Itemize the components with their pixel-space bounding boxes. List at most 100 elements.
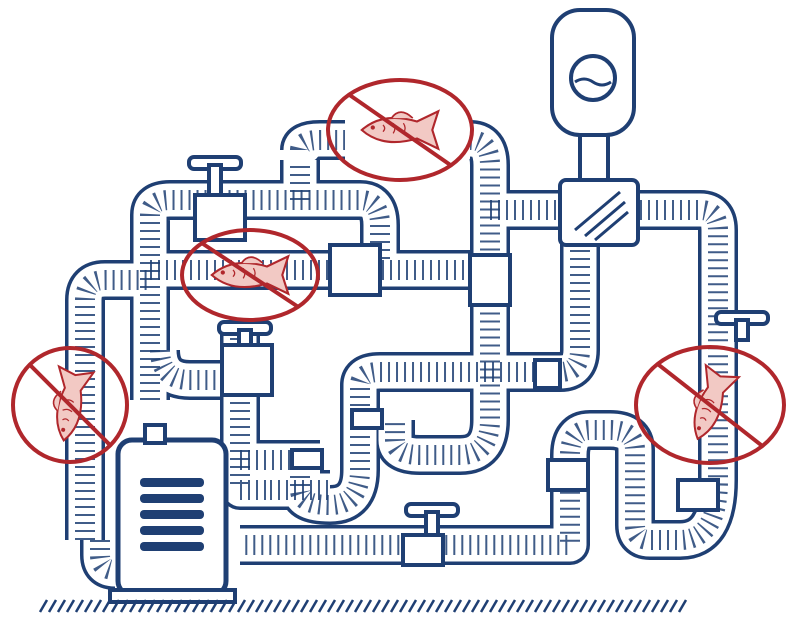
ground-hatch-line xyxy=(299,599,310,613)
fish-body xyxy=(56,364,96,442)
ground-hatch-line xyxy=(569,599,580,613)
ground-hatch-line xyxy=(587,599,598,613)
pipe-ribbing xyxy=(75,270,150,540)
ground-hatch-line xyxy=(596,599,607,613)
ground-hatch-line xyxy=(56,599,67,613)
ground-hatch-line xyxy=(533,599,544,613)
pipe-coupling xyxy=(220,343,274,397)
ground-hatch-line xyxy=(272,599,283,613)
prohibition-signs xyxy=(11,78,786,465)
ground-hatch-line xyxy=(650,599,661,613)
ground-hatching xyxy=(38,599,688,613)
ground-hatch-line xyxy=(164,599,175,613)
pipe-coupling xyxy=(546,458,590,492)
valve-stem xyxy=(734,318,750,342)
pipe-body xyxy=(283,240,597,522)
ground-hatch-line xyxy=(632,599,643,613)
prohibition-slash xyxy=(28,363,112,447)
fish-icon xyxy=(693,362,742,441)
ground-hatch-line xyxy=(497,599,508,613)
fish-eye xyxy=(696,426,701,431)
fish-eye xyxy=(370,125,375,130)
ground-hatch-line xyxy=(326,599,337,613)
ground-hatch-line xyxy=(425,599,436,613)
ground-hatch-line xyxy=(389,599,400,613)
ground-hatch-line xyxy=(677,599,688,613)
ground-hatch-line xyxy=(605,599,616,613)
ground-hatch-line xyxy=(443,599,454,613)
ground-hatch-line xyxy=(542,599,553,613)
pump-vent-slot xyxy=(140,494,204,503)
fish-eye xyxy=(220,270,225,275)
pipe-coupling xyxy=(290,448,324,470)
fish-fin xyxy=(240,256,264,264)
ground-hatch-line xyxy=(245,599,256,613)
ground-hatch-line xyxy=(623,599,634,613)
pipe-coupling xyxy=(468,253,512,307)
junction-hatch xyxy=(574,190,629,242)
ground-hatch-line xyxy=(506,599,517,613)
prohibition-slash xyxy=(201,241,299,309)
ground-hatch-line xyxy=(236,599,247,613)
prohibition-circle-icon xyxy=(634,345,786,465)
ground-hatch-line xyxy=(110,599,121,613)
pipe-body xyxy=(378,123,507,472)
ground-hatch-line xyxy=(515,599,526,613)
ground-hatch-line xyxy=(416,599,427,613)
ground-hatch-line xyxy=(407,599,418,613)
pump-vent-slot xyxy=(140,510,204,519)
ground-hatch-line xyxy=(434,599,445,613)
pipe-ribbing xyxy=(90,540,116,580)
ground-hatch-line xyxy=(668,599,679,613)
ground-hatch-line xyxy=(218,599,229,613)
prohibited-fish-sign xyxy=(180,228,320,322)
ground-hatch-line xyxy=(335,599,346,613)
pump-vent-slot xyxy=(140,526,204,535)
tank-neck xyxy=(578,133,610,182)
prohibition-slash xyxy=(656,362,764,448)
pipe-coupling xyxy=(676,478,720,512)
ground-hatch-line xyxy=(200,599,211,613)
pipe-coupling xyxy=(328,243,382,297)
pipe-coupling xyxy=(533,358,562,390)
pump-vent-slot xyxy=(140,478,204,487)
ground-hatch-line xyxy=(461,599,472,613)
ground-hatch-line xyxy=(614,599,625,613)
ground-hatch-line xyxy=(560,599,571,613)
ground-hatch-line xyxy=(209,599,220,613)
ground-hatch-line xyxy=(281,599,292,613)
ground-hatch-line xyxy=(344,599,355,613)
fish-icon xyxy=(52,364,96,442)
prohibited-fish-sign xyxy=(11,346,129,464)
ground-hatch-line xyxy=(371,599,382,613)
ground-hatch-line xyxy=(551,599,562,613)
ground-hatch-line xyxy=(659,599,670,613)
pipe-body xyxy=(143,348,230,397)
pipe-ribbing xyxy=(290,130,345,153)
ground-hatch-line xyxy=(308,599,319,613)
ground-hatch-line xyxy=(470,599,481,613)
ground-hatch-line xyxy=(380,599,391,613)
fixtures xyxy=(108,8,770,604)
ground-hatch-line xyxy=(119,599,130,613)
pipe-ribbing xyxy=(230,330,270,500)
pump-vent-slot xyxy=(140,542,204,551)
ground-hatch-line xyxy=(254,599,265,613)
pipe-coupling xyxy=(350,408,384,430)
fish-fin xyxy=(693,389,704,410)
pipe-ribbing xyxy=(240,200,728,555)
pipe-body xyxy=(283,123,345,158)
ground-hatch-line xyxy=(362,599,373,613)
ground-hatch-line xyxy=(182,599,193,613)
junction-box xyxy=(558,178,640,247)
ground-hatch-line xyxy=(173,599,184,613)
prohibited-fish-sign xyxy=(326,78,474,182)
ground-hatch-line xyxy=(488,599,499,613)
prohibition-circle-icon xyxy=(326,78,474,182)
ground-hatch-line xyxy=(578,599,589,613)
ground-hatch-line xyxy=(155,599,166,613)
gauge-water xyxy=(574,77,612,87)
pipe-ribs xyxy=(75,130,728,580)
ground-hatch-line xyxy=(524,599,535,613)
